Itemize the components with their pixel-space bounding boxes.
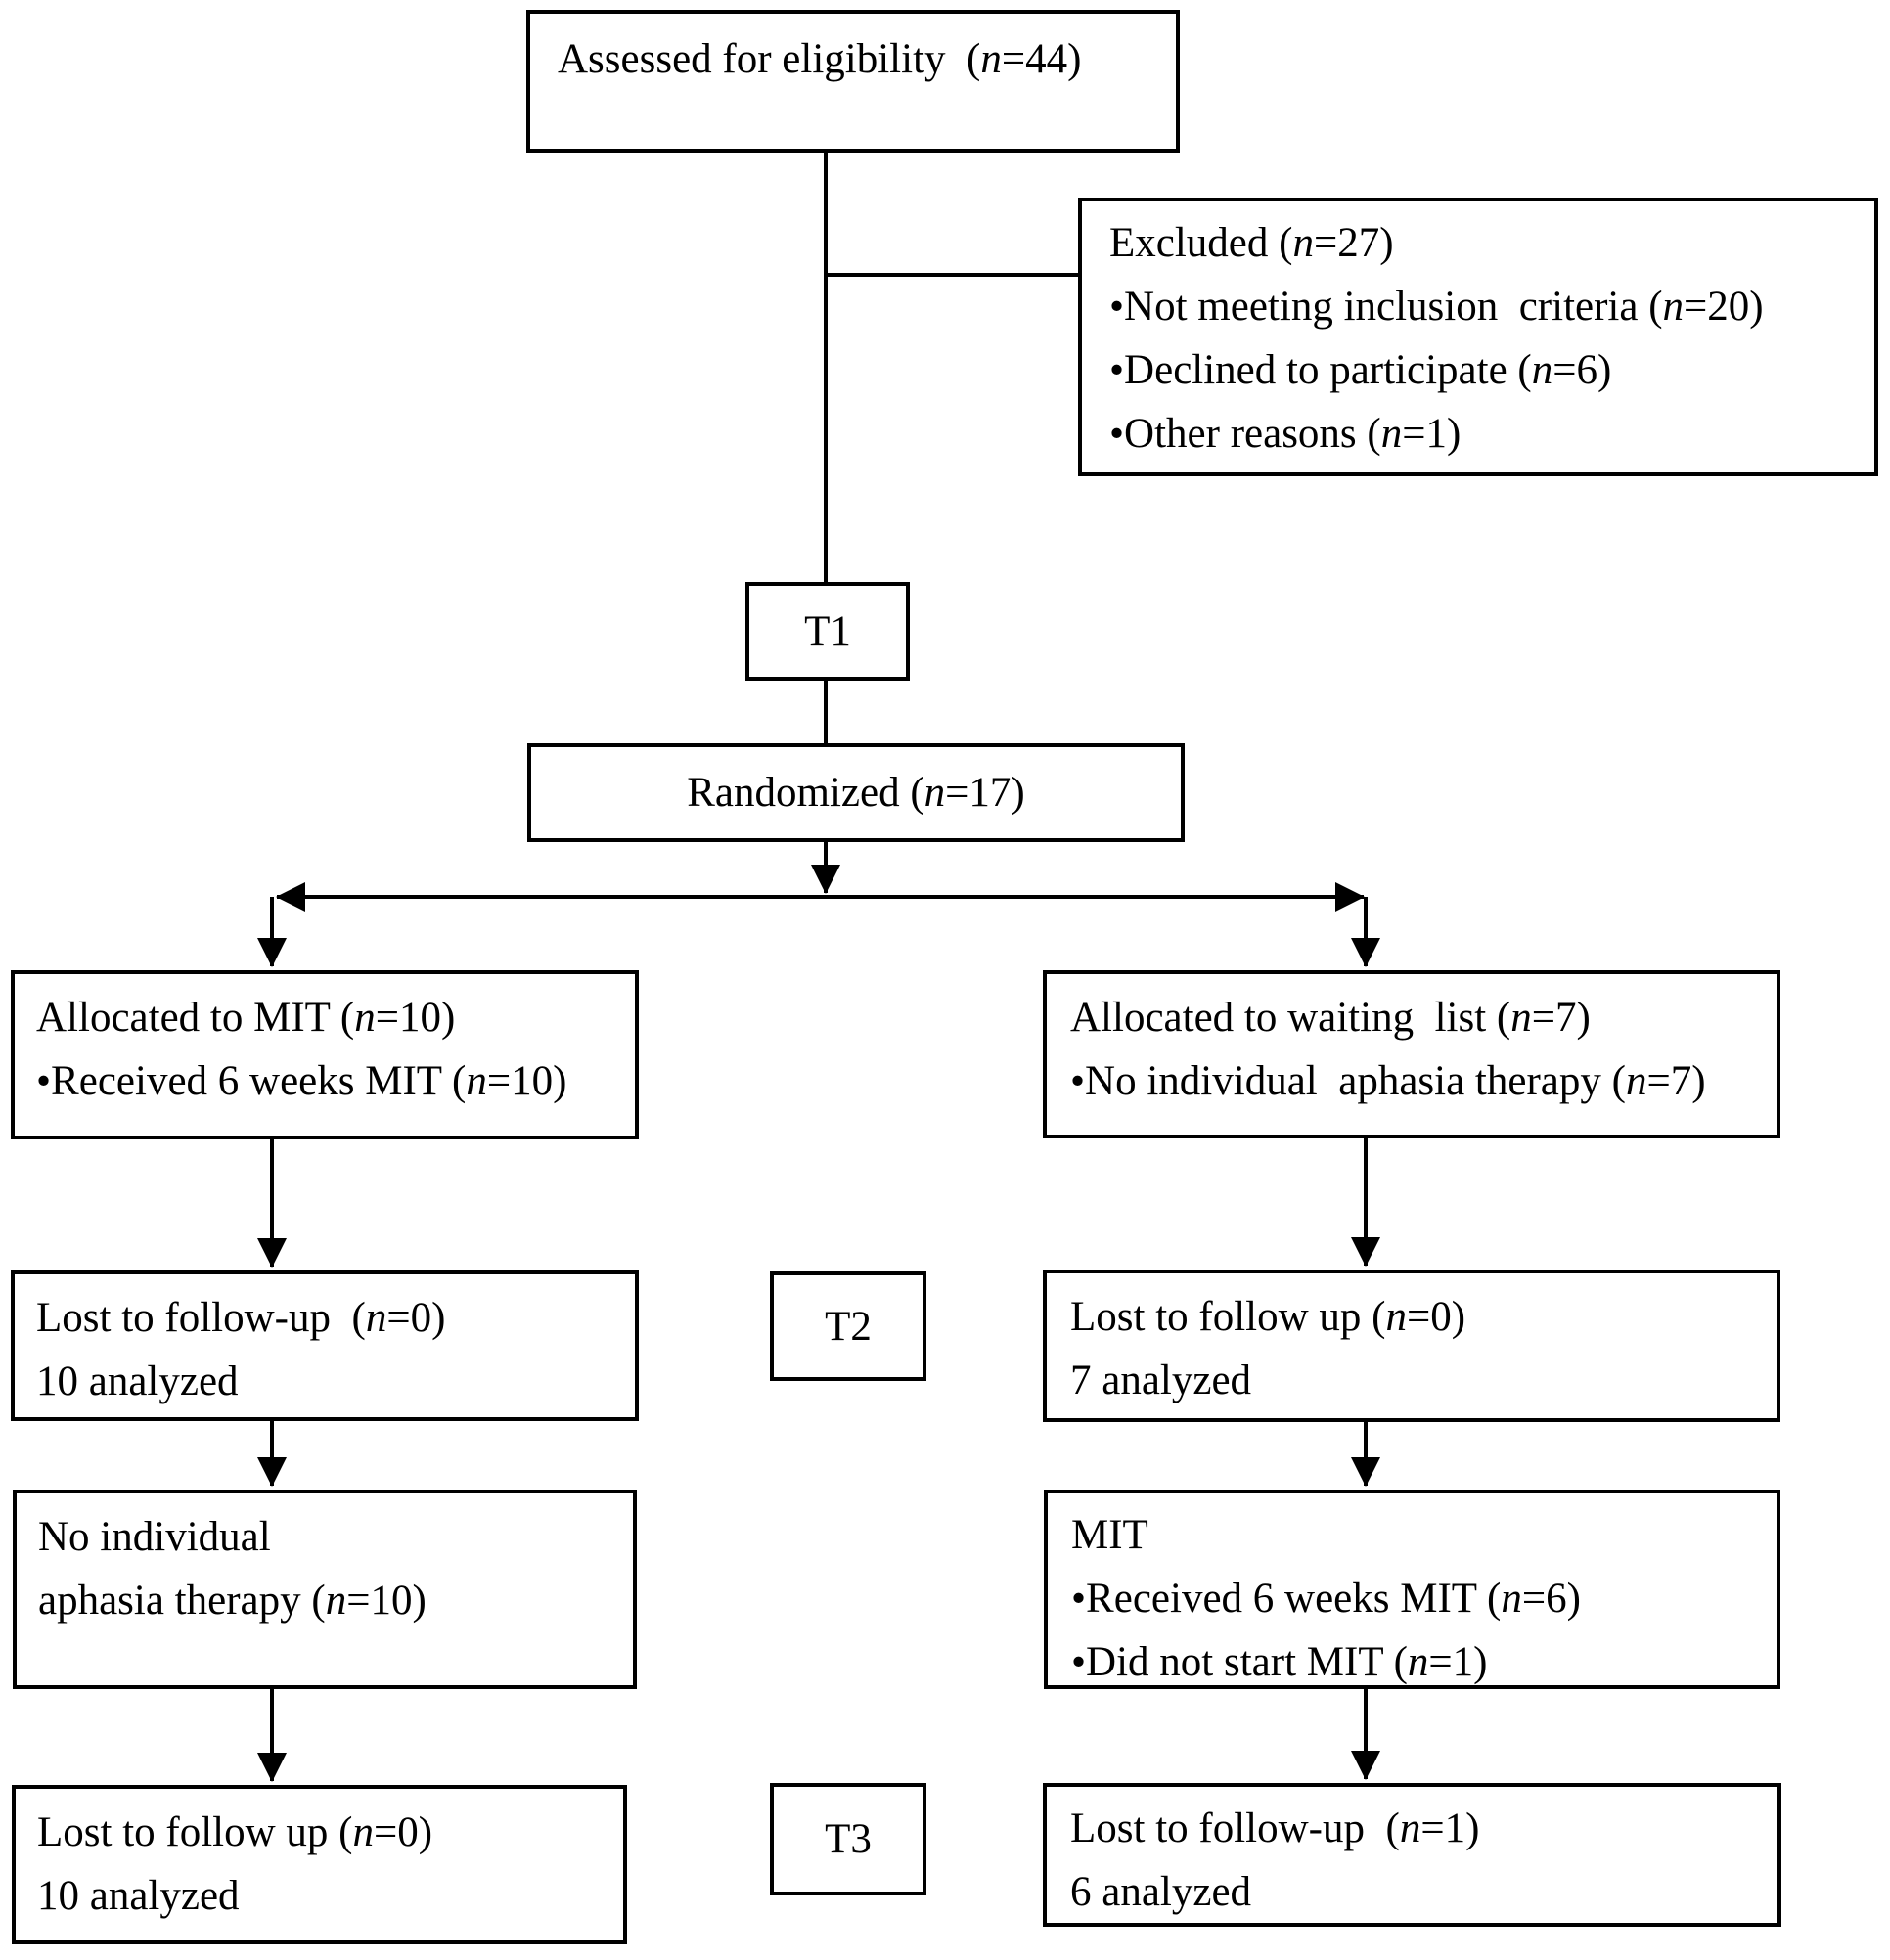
lost-followup-t2-mit-analyzed: 10 analyzed [36, 1359, 239, 1404]
mit-after-waiting-title: MIT [1071, 1512, 1148, 1558]
lost-followup-t2-waiting-text: Lost to follow up (n=0) [1070, 1294, 1466, 1340]
excluded-reason-other: •Other reasons (n=1) [1109, 411, 1462, 457]
allocated-waiting-detail: •No individual aphasia therapy (n=7) [1070, 1058, 1706, 1104]
mit-after-waiting-received: •Received 6 weeks MIT (n=6) [1071, 1576, 1581, 1622]
allocated-waiting-title: Allocated to waiting list (n=7) [1070, 995, 1591, 1041]
mit-after-waiting-box: MIT •Received 6 weeks MIT (n=6) •Did not… [1044, 1490, 1780, 1689]
allocated-waiting-box: Allocated to waiting list (n=7) •No indi… [1043, 970, 1780, 1138]
lost-followup-t3-mit-box: Lost to follow up (n=0) 10 analyzed [12, 1785, 627, 1944]
lost-followup-t3-waiting-analyzed: 6 analyzed [1070, 1869, 1252, 1915]
lost-followup-t3-mit-analyzed: 10 analyzed [37, 1873, 240, 1919]
lost-followup-t2-mit-box: Lost to follow-up (n=0) 10 analyzed [11, 1270, 639, 1421]
no-individual-therapy-line2: aphasia therapy (n=10) [38, 1578, 427, 1624]
lost-followup-t2-waiting-analyzed: 7 analyzed [1070, 1358, 1252, 1403]
lost-followup-t2-mit-text: Lost to follow-up (n=0) [36, 1295, 446, 1341]
allocated-mit-title: Allocated to MIT (n=10) [36, 995, 456, 1041]
randomized-text: Randomized (n=17) [687, 770, 1025, 816]
timepoint-t1-label: T1 [804, 608, 851, 654]
timepoint-t1-box: T1 [745, 582, 910, 681]
timepoint-t2-box: T2 [770, 1271, 926, 1381]
lost-followup-t2-waiting-box: Lost to follow up (n=0) 7 analyzed [1043, 1270, 1780, 1422]
excluded-reason-declined: •Declined to participate (n=6) [1109, 347, 1612, 393]
no-individual-therapy-box: No individual aphasia therapy (n=10) [13, 1490, 637, 1689]
timepoint-t3-box: T3 [770, 1783, 926, 1895]
lost-followup-t3-mit-text: Lost to follow up (n=0) [37, 1809, 433, 1855]
mit-after-waiting-notstart: •Did not start MIT (n=1) [1071, 1639, 1488, 1685]
excluded-reason-inclusion: •Not meeting inclusion criteria (n=20) [1109, 284, 1764, 330]
allocated-mit-received: •Received 6 weeks MIT (n=10) [36, 1058, 567, 1104]
lost-followup-t3-waiting-box: Lost to follow-up (n=1) 6 analyzed [1043, 1783, 1781, 1927]
allocated-mit-box: Allocated to MIT (n=10) •Received 6 week… [11, 970, 639, 1139]
timepoint-t3-label: T3 [825, 1816, 872, 1862]
assessed-box: Assessed for eligibility (n=44) [526, 10, 1180, 153]
excluded-title: Excluded (n=27) [1109, 220, 1394, 266]
lost-followup-t3-waiting-text: Lost to follow-up (n=1) [1070, 1805, 1480, 1851]
randomized-box: Randomized (n=17) [527, 743, 1185, 842]
timepoint-t2-label: T2 [825, 1303, 872, 1350]
no-individual-therapy-line1: No individual [38, 1514, 271, 1560]
excluded-box: Excluded (n=27) •Not meeting inclusion c… [1078, 198, 1878, 476]
assessed-text: Assessed for eligibility (n=44) [558, 36, 1082, 82]
